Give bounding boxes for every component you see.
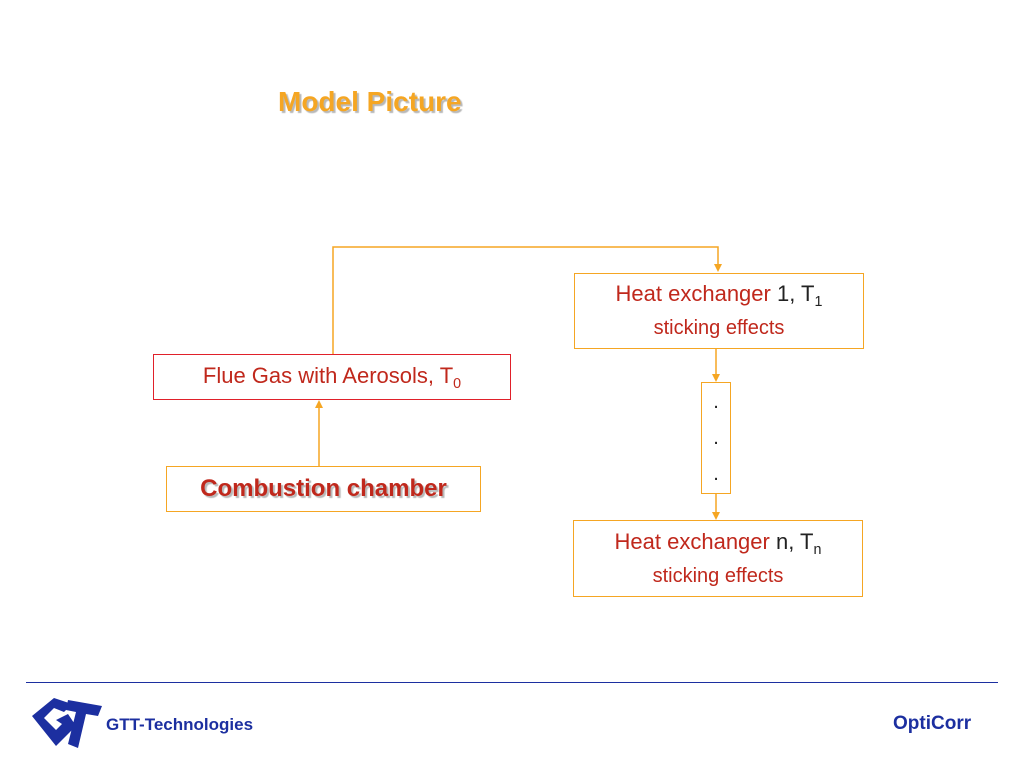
flue-gas-label: Flue Gas with Aerosols, T0 — [203, 363, 461, 392]
footer-divider — [26, 682, 998, 683]
combustion-chamber-box: Combustion chamber — [166, 466, 481, 512]
heat-exchanger-1-effect: sticking effects — [653, 317, 785, 339]
gtt-logo-icon — [32, 698, 102, 748]
heat-exchanger-1-name: Heat exchanger — [615, 281, 771, 306]
heat-exchanger-n-index: n, T — [775, 528, 814, 554]
page-title: Model Picture — [278, 86, 462, 117]
heat-exchanger-n-label: Heat exchanger n, Tn — [615, 529, 822, 563]
heat-exchanger-n-name: Heat exchanger — [614, 528, 770, 554]
flue-gas-text: Flue Gas with Aerosols, T — [202, 362, 454, 388]
heat-exchanger-1-subscript: 1 — [814, 294, 823, 310]
dots-box: . . . — [701, 382, 731, 494]
heat-exchanger-1-label: Heat exchanger 1, T1 — [616, 281, 823, 315]
heat-exchanger-1-index: 1, T — [776, 281, 815, 306]
dot-2: . — [713, 427, 719, 449]
flue-gas-subscript: 0 — [453, 375, 462, 392]
connector-flue-to-hx1 — [332, 246, 722, 354]
heat-exchanger-n-subscript: n — [813, 541, 822, 558]
combustion-chamber-label: Combustion chamber — [200, 475, 447, 502]
heat-exchanger-n-box: Heat exchanger n, Tn sticking effects — [573, 520, 863, 597]
product-name: OptiCorr — [893, 713, 972, 734]
heat-exchanger-n-effect: sticking effects — [652, 564, 784, 587]
flue-gas-box: Flue Gas with Aerosols, T0 — [153, 354, 511, 400]
dot-3: . — [713, 463, 719, 485]
dot-1: . — [713, 391, 719, 413]
heat-exchanger-1-box: Heat exchanger 1, T1 sticking effects — [574, 273, 864, 349]
company-name: GTT-Technologies — [106, 715, 254, 734]
